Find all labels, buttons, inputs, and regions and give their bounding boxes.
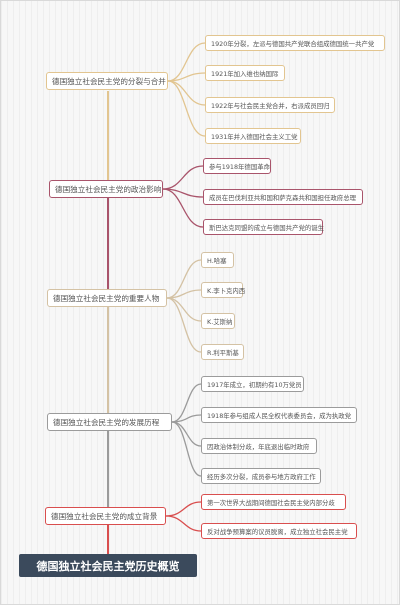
leaf-node[interactable]: 参与1918年德国革命: [203, 158, 271, 174]
branch-5-connectors: [165, 501, 202, 532]
leaf-node[interactable]: R.利平斯基: [201, 344, 244, 360]
branch-political-influence[interactable]: 德国独立社会民主党的政治影响: [49, 180, 163, 198]
leaf-node[interactable]: 反对战争预算案的议员脱离，成立独立社会民主党: [201, 523, 357, 539]
branch-split-and-merge[interactable]: 德国独立社会民主党的分裂与合并: [46, 72, 168, 90]
leaf-node[interactable]: K.艾斯纳: [201, 313, 235, 329]
leaf-node[interactable]: 1917年成立，初期约有10万党员: [201, 376, 304, 392]
branch-3-connectors: [166, 259, 202, 353]
branch-4-connectors: [171, 383, 202, 477]
leaf-node[interactable]: 因政治体制分歧，年底退出临时政府: [201, 438, 317, 454]
leaf-node[interactable]: K.李卜克内西: [201, 282, 245, 298]
leaf-node[interactable]: 经历多次分裂，成员参与地方政府工作: [201, 468, 321, 484]
leaf-node[interactable]: 1920年分裂，左派与德国共产党联合组成德国统一共产党: [205, 35, 385, 51]
leaf-node[interactable]: 第一次世界大战期间德国社会民主党内部分歧: [201, 494, 346, 510]
branch-1-connectors: [167, 42, 206, 137]
leaf-node[interactable]: 1922年与社会民主党合并，右派成员回归: [205, 97, 335, 113]
leaf-node[interactable]: 成员在巴伐利亚共和国和萨克森共和国担任政府总理: [203, 189, 363, 205]
branch-key-figures[interactable]: 德国独立社会民主党的重要人物: [47, 289, 167, 307]
leaf-node[interactable]: 1921年加入维也纳国际: [205, 65, 285, 81]
root-node-title[interactable]: 德国独立社会民主党历史概览: [19, 554, 197, 577]
leaf-node[interactable]: 1931年并入德国社会主义工党: [205, 128, 301, 144]
branch-2-connectors: [162, 165, 204, 228]
leaf-node[interactable]: 斯巴达克同盟的成立与德国共产党的诞生: [203, 219, 324, 235]
leaf-node[interactable]: 1918年参与组成人民全权代表委员会，成为执政党: [201, 407, 357, 423]
leaf-node[interactable]: H.哈塞: [201, 252, 234, 268]
branch-founding-background[interactable]: 德国独立社会民主党的成立背景: [45, 507, 166, 525]
branch-development-history[interactable]: 德国独立社会民主党的发展历程: [47, 413, 172, 431]
